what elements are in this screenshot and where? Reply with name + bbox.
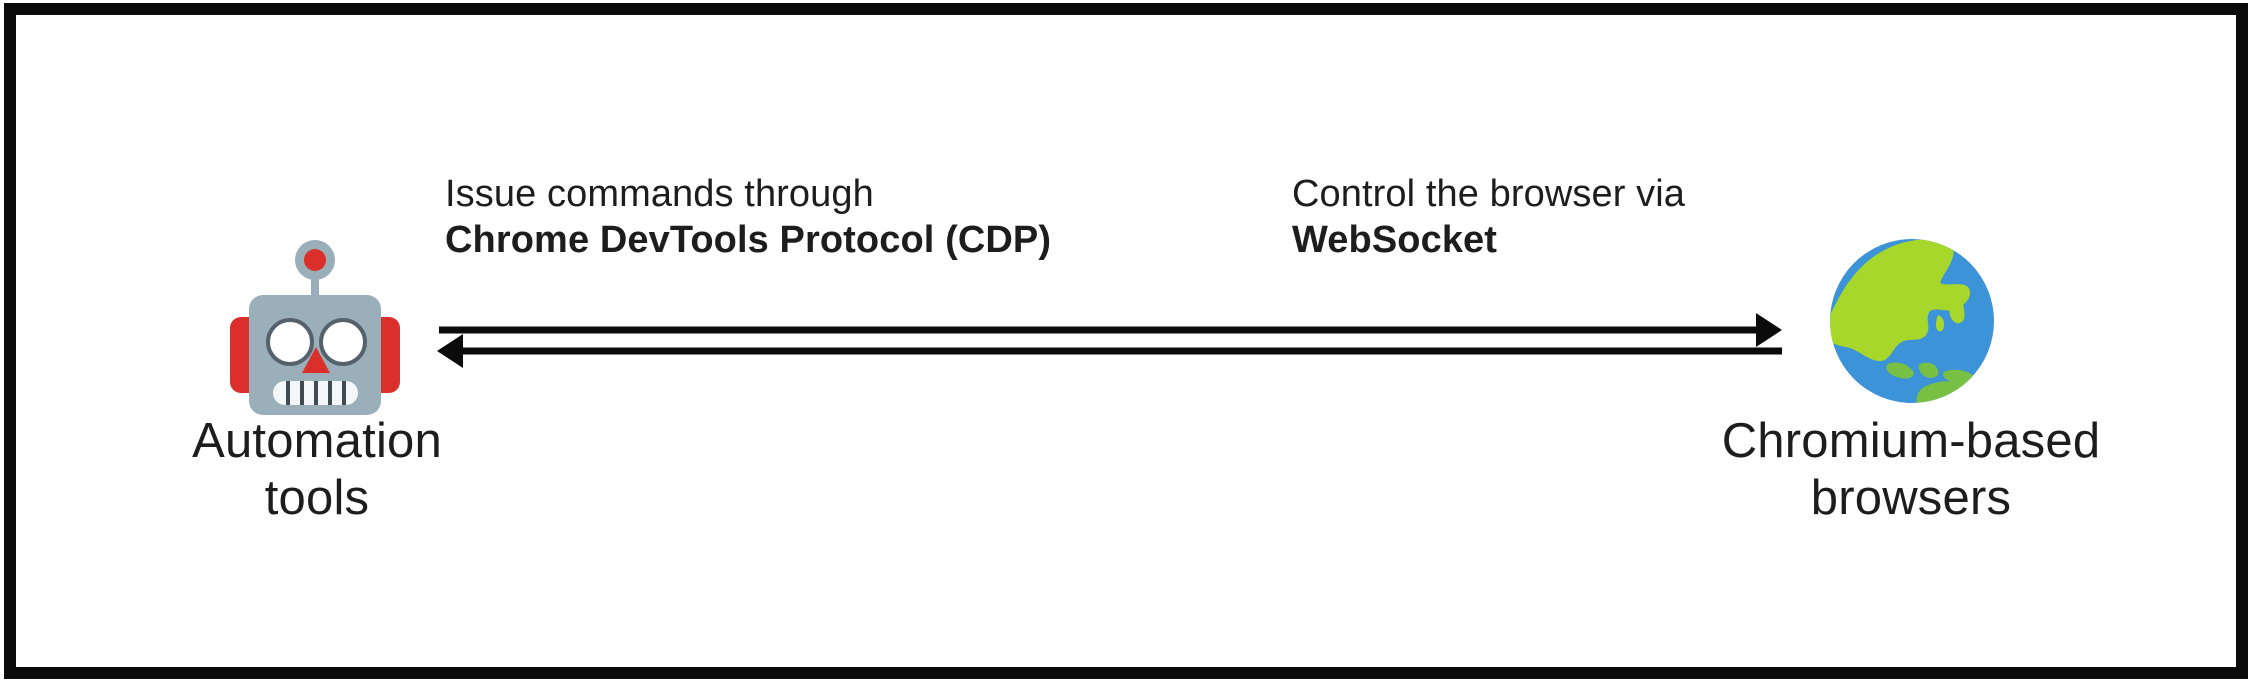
globe-icon bbox=[1828, 237, 1996, 405]
diagram-frame: Issue commands through Chrome DevTools P… bbox=[4, 3, 2248, 679]
label-chromium-browsers-line-1: Chromium-based bbox=[1721, 414, 2101, 468]
return-arrow bbox=[437, 334, 1782, 368]
annotation-cdp: Issue commands through Chrome DevTools P… bbox=[445, 171, 1051, 264]
label-automation-tools-line-1: Automation bbox=[192, 414, 442, 468]
annotation-cdp-line-1: Issue commands through bbox=[445, 173, 874, 215]
label-automation-tools-line-2: tools bbox=[264, 470, 370, 525]
annotation-websocket-line-2: WebSocket bbox=[1292, 219, 1498, 262]
label-automation-tools: Automation tools bbox=[82, 413, 552, 527]
label-chromium-browsers-line-2: browsers bbox=[1810, 470, 2012, 525]
label-chromium-browsers: Chromium-based browsers bbox=[1606, 413, 2216, 527]
annotation-websocket-line-1: Control the browser via bbox=[1292, 173, 1686, 215]
robot-icon bbox=[222, 233, 408, 419]
annotation-cdp-line-2: Chrome DevTools Protocol (CDP) bbox=[445, 219, 1052, 262]
annotation-websocket: Control the browser via WebSocket bbox=[1292, 171, 1685, 264]
forward-arrow bbox=[439, 313, 1782, 347]
